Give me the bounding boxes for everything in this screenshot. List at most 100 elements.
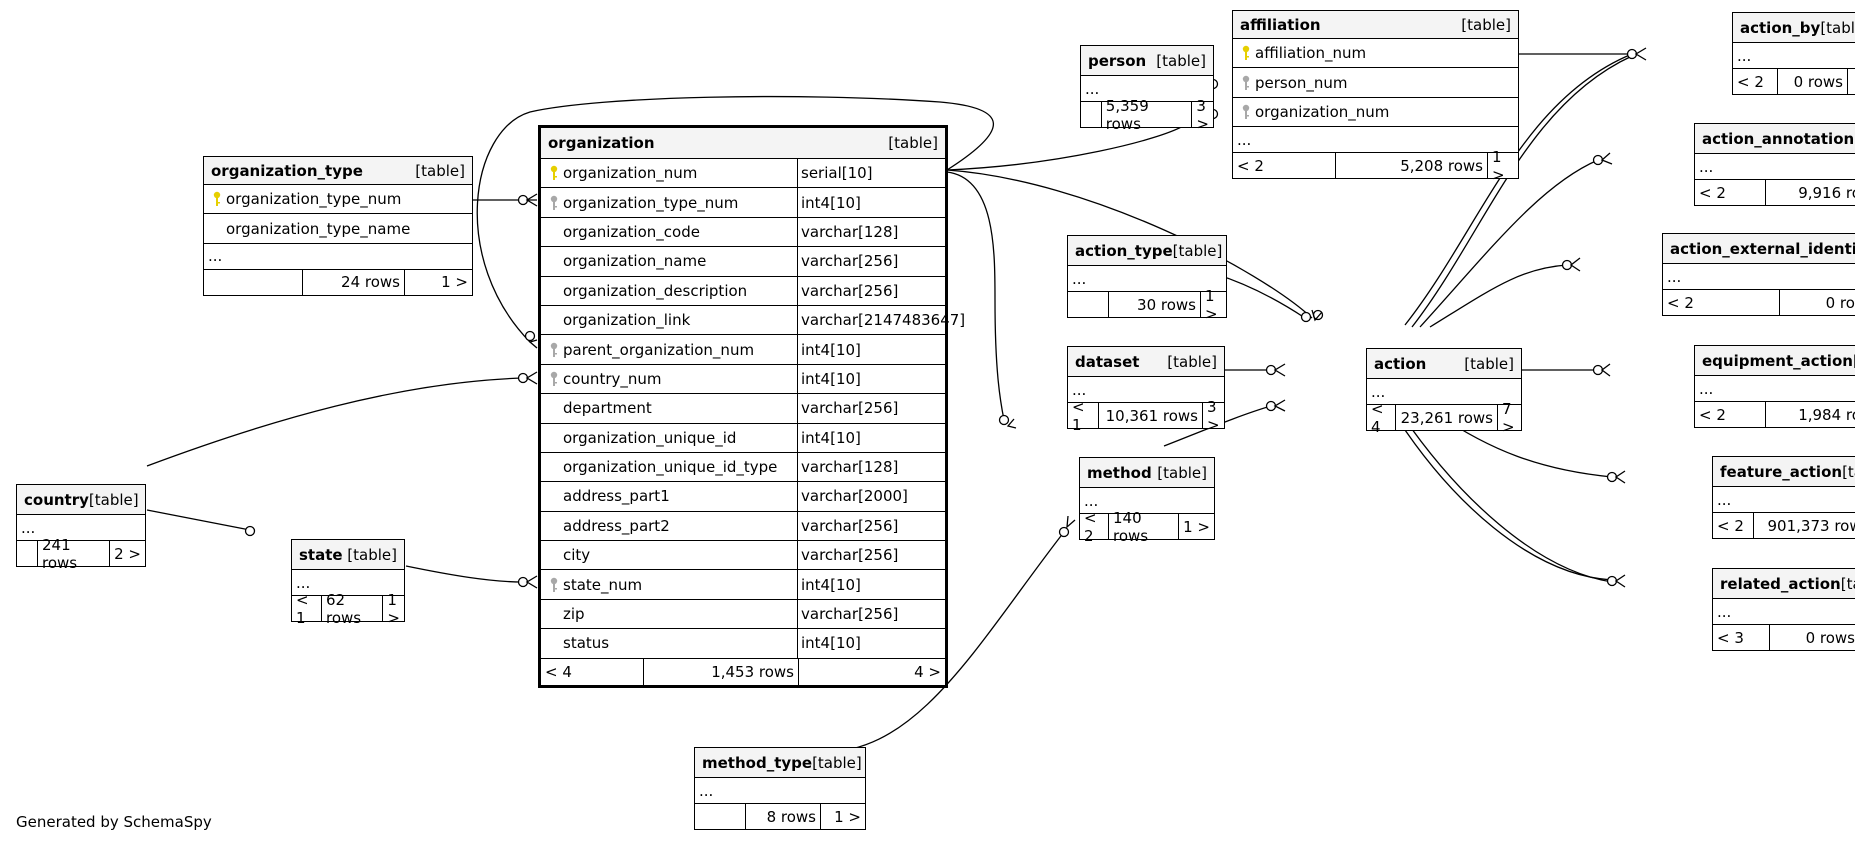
footer-parents[interactable]: < 2 [1717,516,1744,535]
footer-parents[interactable]: < 2 [1699,405,1726,424]
more-columns: ... [292,570,404,596]
footer-children[interactable]: 3 > [1191,97,1213,133]
footer-rows: 0 rows [1779,290,1855,315]
more-columns: ... [1713,487,1855,513]
footer-parents[interactable]: < 4 [545,662,572,681]
foreign-key-icon [545,195,563,211]
table-kind: [table] [1464,354,1514,373]
column-row: organization_type_num [204,185,472,215]
column-type: int4[10] [797,570,945,599]
footer-parents[interactable]: < 1 [1072,397,1085,434]
table-action-by[interactable]: action_by[table]...< 20 rows [1732,12,1855,95]
marker-crowsfoot [525,371,538,385]
column-type: varchar[256] [797,276,945,305]
footer-parents[interactable]: < 2 [1699,183,1726,202]
footer-children[interactable]: 3 > [1202,398,1224,434]
footer-children[interactable]: 1 > [1487,148,1518,184]
table-kind: [table] [1157,463,1207,482]
column-type: varchar[128] [797,452,945,482]
footer-parents[interactable]: < 4 [1371,399,1384,436]
footer-parents[interactable] [17,541,37,566]
more-columns: ... [1233,127,1518,154]
footer-parents[interactable]: < 2 [1084,508,1097,545]
column-name: organization_num [563,164,698,183]
table-related-action[interactable]: related_action[table]...< 30 rows [1712,568,1855,651]
footer-parents[interactable]: < 2 [1237,156,1264,175]
edge-action-external [1429,264,1568,328]
more-columns: ... [1713,599,1855,625]
footer-children[interactable]: 1 > [820,804,865,829]
column-name: organization_name [563,252,707,271]
more-columns: ... [1733,43,1855,69]
edge-action-related-2 [1401,414,1613,583]
column-name: parent_organization_num [563,340,755,359]
footer-children[interactable]: 7 > [1497,400,1521,436]
footer-rows: 23,261 rows [1395,405,1497,430]
marker-circle [524,330,536,342]
edge-action-annotation [1419,159,1599,328]
more-columns: ... [1068,266,1226,292]
table-name: affiliation [1240,15,1321,34]
footer-rows: 140 rows [1108,509,1178,545]
footer-parents[interactable] [1081,102,1101,127]
column-name: person_num [1255,73,1348,92]
marker-crowsfoot [1600,363,1611,377]
footer-children[interactable]: 4 > [798,658,945,685]
marker-crowsfoot [1569,257,1581,272]
table-name: dataset [1075,352,1140,371]
footer-parents[interactable] [204,270,302,295]
column-name: country_num [563,369,662,388]
table-action-external-identifier[interactable]: action_external_identifier[table]...< 20… [1662,233,1855,316]
column-name: status [563,634,610,653]
primary-key-icon [1237,45,1255,61]
table-name: method_type [702,753,813,772]
footer-children[interactable]: 1 > [1178,514,1214,539]
footer-parents[interactable] [1068,292,1108,317]
footer-children[interactable]: 1 > [382,591,404,627]
footer-children[interactable]: 1 > [1200,287,1226,323]
foreign-key-icon [545,577,563,593]
table-kind: [table] [1842,462,1855,481]
column-type: int4[10] [797,629,945,658]
table-name: action_by [1740,18,1821,37]
footer-parents[interactable]: < 2 [1667,293,1694,312]
table-name: action [1374,354,1427,373]
marker-crowsfoot [525,193,538,207]
footer-parents[interactable]: < 3 [1717,628,1744,647]
column-type: varchar[256] [797,541,945,570]
table-name: person [1088,51,1147,70]
footer-parents[interactable] [695,804,745,829]
table-action-annotation[interactable]: action_annotation[table]...< 29,916 rows [1694,123,1855,206]
footer-rows: 30 rows [1108,292,1200,317]
footer-children[interactable]: 2 > [109,541,145,566]
footer-parents[interactable]: < 1 [296,590,309,627]
column-name: organization_num [1255,102,1390,121]
footer-children[interactable]: 1 > [404,269,472,295]
table-organization-type[interactable]: organization_type[table] organization_ty… [203,156,473,296]
footer-parents[interactable]: < 2 [1737,72,1764,91]
table-kind: [table] [1156,51,1206,70]
footer-rows: 62 rows [320,591,382,627]
table-kind: [table] [347,545,397,564]
footer-children[interactable] [1847,69,1855,94]
column-type: varchar[2147483647] [797,305,965,335]
table-equipment-action[interactable]: equipment_action[table]...< 21,984 rows [1694,345,1855,428]
